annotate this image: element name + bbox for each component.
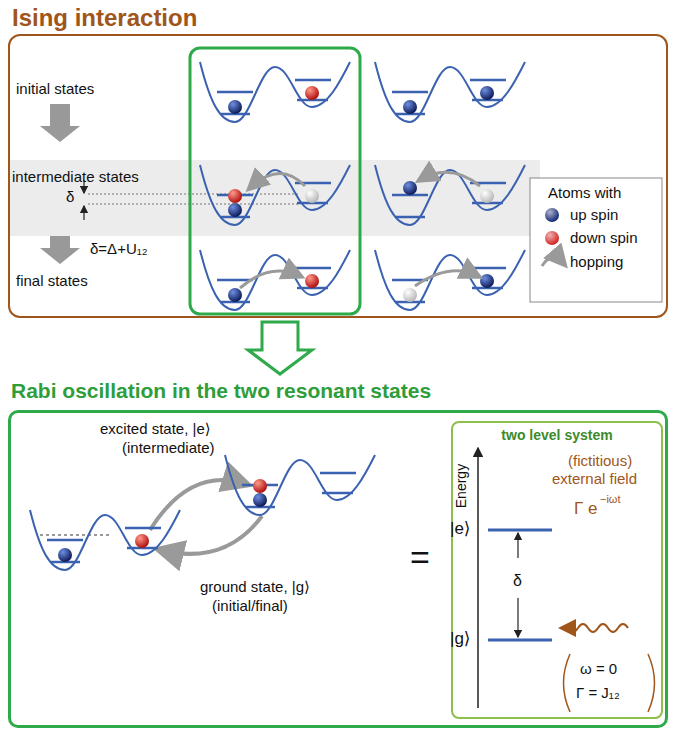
label: initial states xyxy=(16,80,94,97)
level-dots xyxy=(88,193,300,194)
legend-box xyxy=(530,178,662,302)
label: Atoms with xyxy=(548,184,621,201)
label: external field xyxy=(552,470,637,487)
label: Energy xyxy=(453,464,469,508)
legend-label: hopping xyxy=(570,253,623,270)
atom xyxy=(58,548,72,562)
heading: Rabi oscillation in the two resonant sta… xyxy=(11,379,431,403)
paren xyxy=(564,654,571,712)
step-arrow xyxy=(40,236,80,264)
level-dots xyxy=(40,534,110,536)
energy-level xyxy=(295,79,331,82)
excited-level xyxy=(488,529,552,532)
label: |e⟩ xyxy=(450,519,471,539)
label: −iωt xyxy=(600,493,621,506)
label: ground state, |g⟩ xyxy=(200,578,310,595)
step-arrow xyxy=(40,104,80,142)
double-well xyxy=(375,62,525,122)
double-well xyxy=(375,250,525,310)
ground-level xyxy=(488,639,552,642)
label: = xyxy=(410,538,430,577)
atom xyxy=(403,288,417,302)
energy-level xyxy=(47,539,83,542)
label: |g⟩ xyxy=(450,629,471,649)
atom xyxy=(228,288,242,302)
double-well xyxy=(200,62,350,122)
label: ω = 0 xyxy=(580,660,617,677)
label: excited state, |e⟩ xyxy=(100,420,211,437)
atom xyxy=(403,100,417,114)
atom xyxy=(253,493,267,507)
atom xyxy=(253,479,267,493)
energy-level xyxy=(125,527,161,530)
hopping-sample xyxy=(542,257,564,266)
label: intermediate states xyxy=(12,168,139,185)
label: (intermediate) xyxy=(122,439,215,456)
level-dots xyxy=(88,203,300,204)
atom xyxy=(135,534,149,548)
hop-arrow xyxy=(240,271,300,288)
energy-axis xyxy=(477,448,479,708)
hop-arrow xyxy=(250,173,305,188)
label: δ xyxy=(513,572,522,590)
energy-level xyxy=(217,91,253,94)
field-wave xyxy=(562,624,628,632)
atom xyxy=(480,274,494,288)
atom xyxy=(305,274,319,288)
intermediate-band xyxy=(9,160,540,236)
legend-label: down spin xyxy=(570,229,638,246)
delta-arrow xyxy=(517,533,518,545)
atom xyxy=(228,189,242,203)
rabi-arrow xyxy=(160,516,262,554)
energy-level xyxy=(395,216,425,219)
label: final states xyxy=(16,272,88,289)
atom xyxy=(305,86,319,100)
atom xyxy=(228,100,242,114)
paren xyxy=(648,654,655,712)
energy-level xyxy=(320,472,356,475)
energy-level xyxy=(295,267,331,270)
label: δ=Δ+U₁₂ xyxy=(90,240,148,257)
energy-level xyxy=(470,267,506,270)
atom xyxy=(480,189,494,203)
legend-label: up spin xyxy=(570,206,618,223)
atom xyxy=(228,203,242,217)
hop-arrow xyxy=(420,172,480,186)
label: Γ e xyxy=(574,499,598,519)
hop-arrow xyxy=(415,271,478,286)
heading: two level system xyxy=(501,427,612,443)
double-well xyxy=(375,165,525,225)
atom xyxy=(403,181,417,195)
heading: Ising interaction xyxy=(12,4,197,32)
energy-level xyxy=(392,91,428,94)
legend-swatch xyxy=(545,231,559,245)
delta-arrow xyxy=(83,206,84,220)
down-arrow xyxy=(248,322,312,374)
double-well xyxy=(200,165,350,225)
double-well xyxy=(30,510,180,570)
label: δ xyxy=(66,188,74,205)
atom xyxy=(480,86,494,100)
delta-arrow xyxy=(517,598,518,637)
label: Γ = J₁₂ xyxy=(576,684,620,701)
legend-swatch xyxy=(545,208,559,222)
double-well xyxy=(200,250,350,310)
double-well xyxy=(225,455,375,515)
energy-level xyxy=(470,79,506,82)
label: (fictitious) xyxy=(568,452,632,469)
rabi-arrow xyxy=(150,480,246,530)
resonant-column xyxy=(190,48,360,314)
label: (initial/final) xyxy=(212,597,288,614)
atom xyxy=(305,189,319,203)
energy-level xyxy=(322,492,353,495)
delta-arrow xyxy=(517,545,518,558)
